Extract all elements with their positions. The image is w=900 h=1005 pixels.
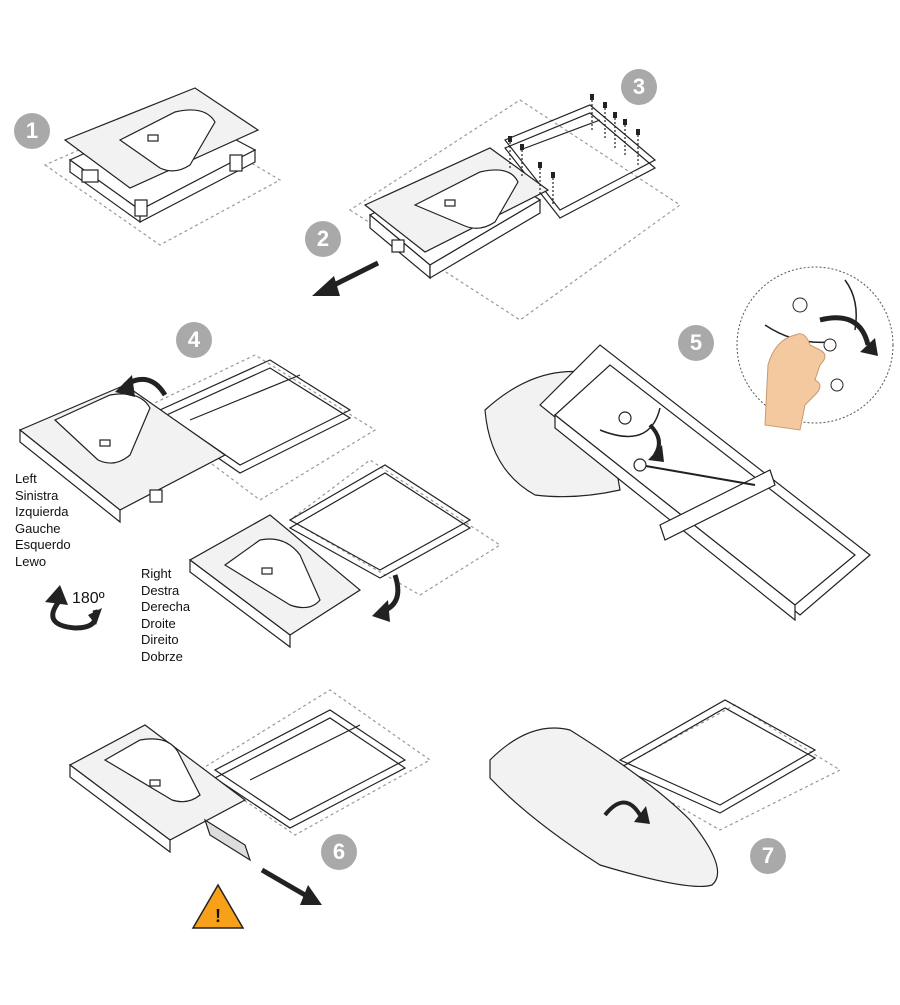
left-label: Izquierda <box>15 504 69 519</box>
right-label: Direito <box>141 632 179 647</box>
step4-right-illustration <box>188 459 502 649</box>
left-label: Sinistra <box>15 487 59 503</box>
step-badge-1: 1 <box>14 113 50 149</box>
step1-illustration <box>43 87 282 246</box>
detail-magnifier <box>736 266 894 431</box>
warning-symbol: ! <box>215 906 221 926</box>
step2-3-illustration <box>348 94 682 321</box>
step6-illustration <box>68 689 432 862</box>
rotation-label: 180º <box>72 590 105 607</box>
right-language-list: Right Destra Derecha Droite Direito Dobr… <box>141 566 190 665</box>
step-badge-3: 3 <box>621 69 657 105</box>
right-label: Derecha <box>141 599 191 614</box>
right-label: Destra <box>141 582 180 598</box>
left-label: Gauche <box>15 520 61 536</box>
step7-rotate-arrow <box>603 800 642 817</box>
step-badge-4: 4 <box>176 322 212 358</box>
right-label: Droite <box>141 615 176 631</box>
warning-icon <box>191 883 245 929</box>
step6-pull-arrow <box>260 867 322 905</box>
step4-left-illustration <box>18 354 377 524</box>
left-label: Left <box>15 471 37 486</box>
right-label: Dobrze <box>141 648 183 664</box>
step-badge-5: 5 <box>678 325 714 361</box>
step5-illustration <box>484 344 871 622</box>
right-label: Right <box>141 566 172 581</box>
step-badge-6: 6 <box>321 834 357 870</box>
hand-icon <box>764 333 826 431</box>
step-badge-7: 7 <box>750 838 786 874</box>
left-label: Lewo <box>15 553 47 569</box>
pull-out-arrow <box>312 260 380 296</box>
left-label: Esquerdo <box>15 537 71 552</box>
left-language-list: Left Sinistra Izquierda Gauche Esquerdo … <box>15 471 71 570</box>
step7-illustration <box>489 699 842 888</box>
step-badge-2: 2 <box>305 221 341 257</box>
